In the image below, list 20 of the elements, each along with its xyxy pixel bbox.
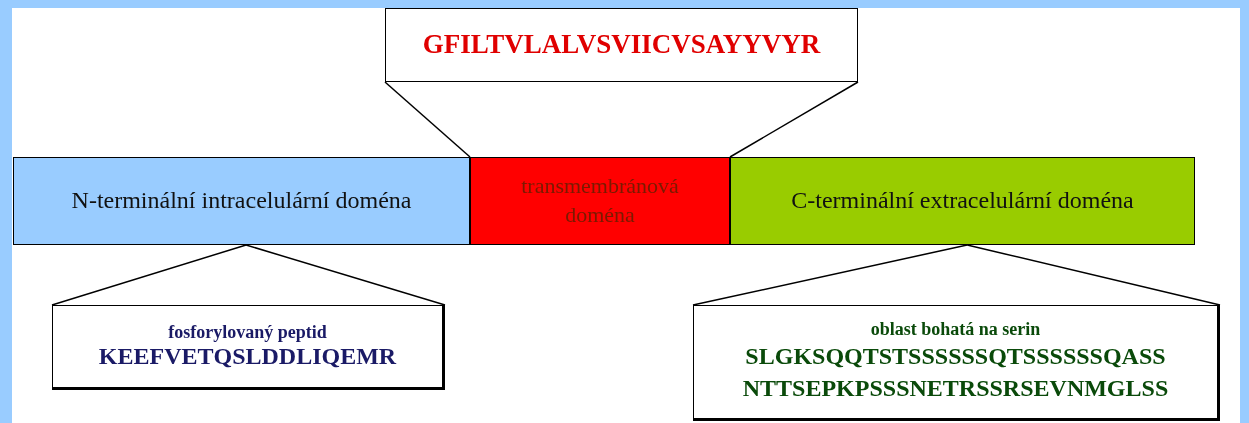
domain-box — [13, 157, 470, 245]
zoom-line — [692, 244, 968, 306]
domain-label: transmembránová doména — [520, 172, 680, 229]
sequence-box — [52, 305, 445, 390]
zoom-line — [51, 244, 247, 306]
sequence-title: oblast bohatá na serin — [870, 319, 1041, 340]
zoom-line — [729, 81, 859, 158]
sequence-box — [693, 305, 1220, 421]
domain-box — [730, 157, 1195, 245]
domain-label: N-terminální intracelulární doména — [71, 187, 412, 215]
amino-acid-sequence: SLGKSQQTSTSSSSSSQTSSSSSSQASS NTTSEPKPSSSNETRSSRSEVNMGLSS — [741, 341, 1170, 404]
sequence-title: fosforylovaný peptid — [168, 322, 327, 344]
domain-box — [470, 157, 730, 245]
zoom-line — [245, 244, 446, 306]
zoom-line — [384, 81, 471, 158]
zoom-line — [966, 244, 1221, 306]
sequence-box — [385, 8, 858, 82]
amino-acid-sequence: KEEFVETQSLDDLIQEMR — [98, 343, 397, 371]
amino-acid-sequence: GFILTVLALVSVIICVSAYYVYR — [422, 29, 821, 61]
domain-label: C-terminální extracelulární doména — [791, 187, 1134, 215]
